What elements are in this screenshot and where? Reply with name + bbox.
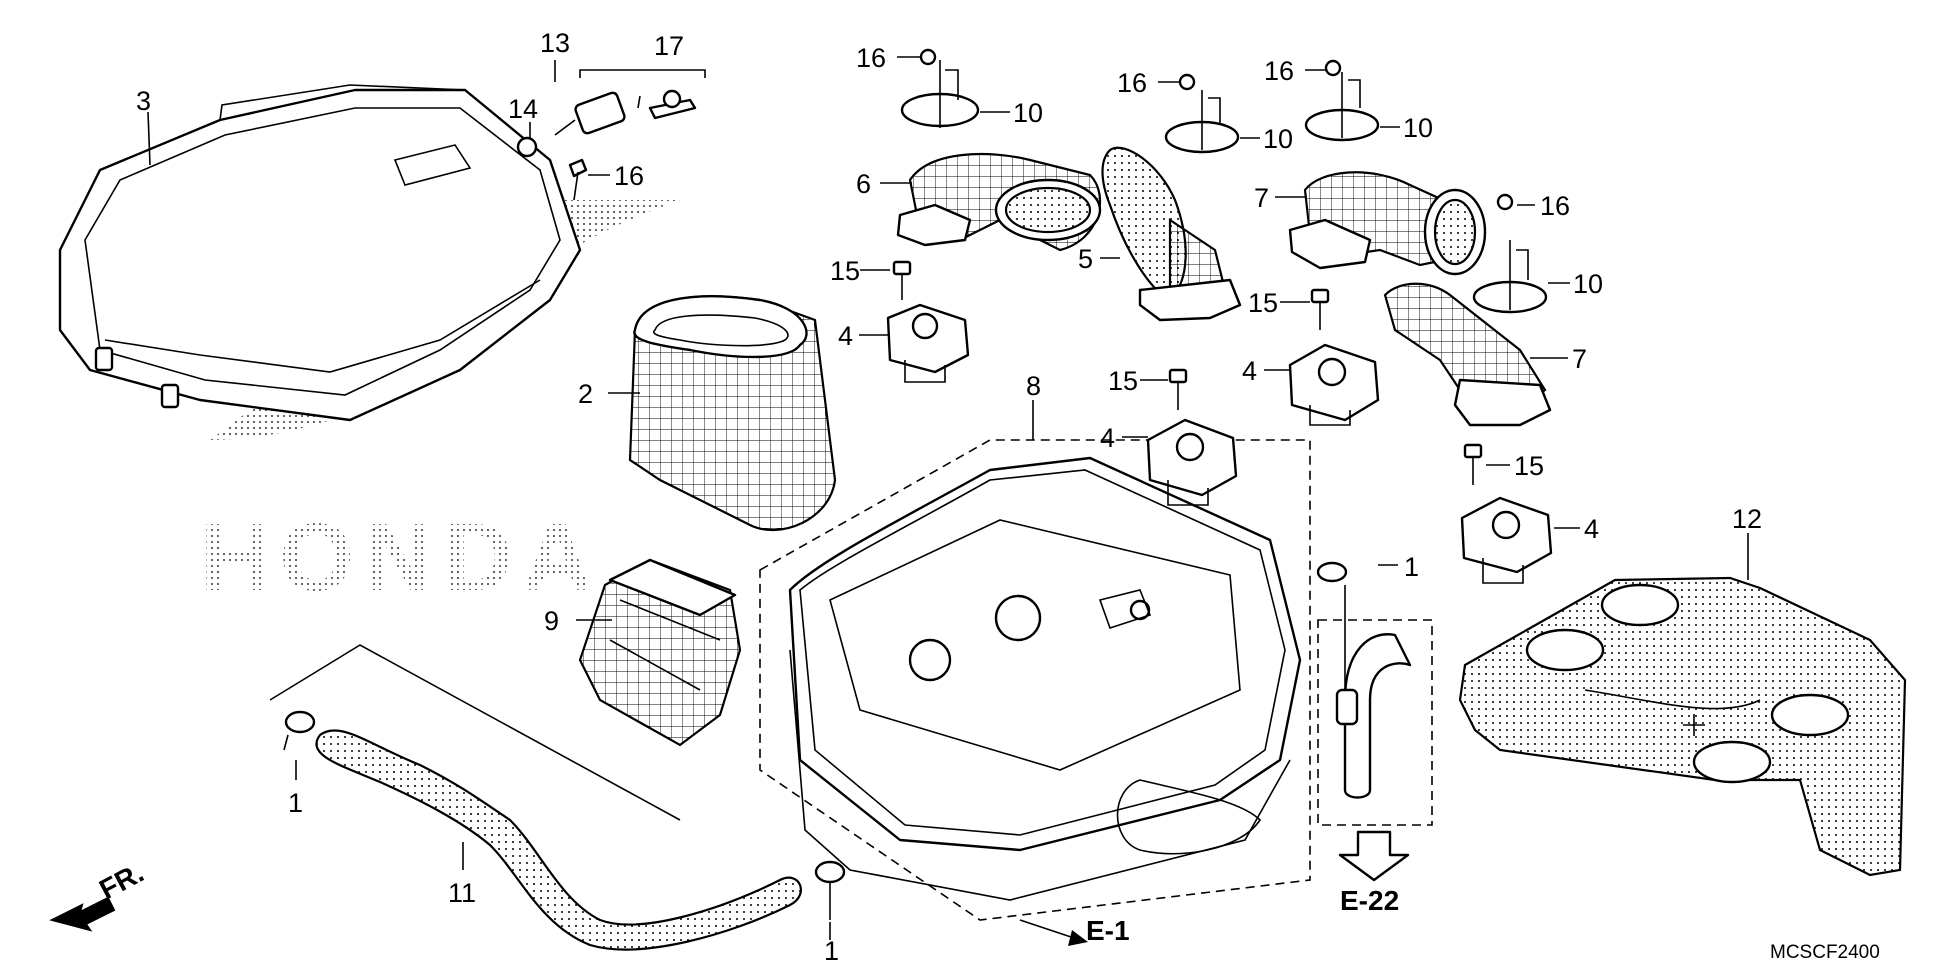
part-4-mount-b (1288, 343, 1380, 426)
part-4-mount-d (1460, 496, 1553, 584)
callout-labels: 3 2 9 1 11 1 8 1 12 13 14 17 16 16 16 16… (136, 28, 1762, 966)
figure-code: MCSCF2400 (1770, 942, 1880, 963)
part-1-clamp-right (1316, 561, 1348, 583)
e1-arrow-icon (1019, 919, 1088, 946)
front-label: FR. (94, 857, 148, 906)
part-16-screw-c (1324, 59, 1342, 77)
callout-1-right: 1 (1404, 552, 1419, 582)
callout-12: 12 (1732, 504, 1762, 534)
part-8-air-cleaner-case (759, 439, 1311, 921)
callout-16-sensor: 16 (614, 161, 644, 191)
callout-10-b: 10 (1263, 124, 1293, 154)
part-16-screw-a (919, 48, 937, 66)
callout-16-c: 16 (1264, 56, 1294, 86)
reference-e22: E-22 (1340, 885, 1399, 916)
callout-8: 8 (1026, 371, 1041, 401)
part-6-funnel (896, 152, 1102, 252)
callout-10-c: 10 (1403, 113, 1433, 143)
callout-13: 13 (540, 28, 570, 58)
part-3-air-cleaner-cover (58, 84, 582, 422)
part-15-bolt-b (1310, 288, 1330, 330)
callout-9: 9 (544, 606, 559, 636)
callout-17: 17 (654, 31, 684, 61)
callout-15-d: 15 (1514, 451, 1544, 481)
watermark-text: HONDA (200, 504, 602, 611)
callout-15-a: 15 (830, 256, 860, 286)
part-11-hose (269, 644, 802, 951)
part-10-clamp-b (1164, 90, 1240, 154)
callout-16-b: 16 (1117, 68, 1147, 98)
callout-4-c: 4 (1100, 423, 1115, 453)
part-16-screw-d (1496, 193, 1514, 211)
callout-7-lower: 7 (1572, 344, 1587, 374)
callout-16-a: 16 (856, 43, 886, 73)
part-15-bolt-c (1168, 368, 1188, 410)
part-16-screw-b (1178, 73, 1196, 91)
e22-arrow-icon (1338, 830, 1410, 882)
part-4-mount-c (1146, 418, 1238, 506)
callout-4-b: 4 (1242, 356, 1257, 386)
callout-15-b: 15 (1248, 288, 1278, 318)
part-16-screw-small (568, 158, 588, 178)
callout-14: 14 (508, 94, 538, 124)
callout-3: 3 (136, 86, 151, 116)
drain-hose-assembly (1317, 585, 1433, 826)
callout-15-c: 15 (1108, 366, 1138, 396)
callout-16-d: 16 (1540, 191, 1570, 221)
part-2-air-filter (628, 295, 837, 532)
part-14-washer (516, 136, 538, 158)
callout-1-bottom: 1 (824, 936, 839, 966)
reference-e1: E-1 (1086, 915, 1130, 946)
callout-10-a: 10 (1013, 98, 1043, 128)
callout-6: 6 (856, 169, 871, 199)
callout-11: 11 (448, 878, 476, 908)
part-1-clamp-left (283, 710, 316, 751)
part-10-clamp-a (900, 60, 980, 128)
leader-lines (147, 56, 1749, 940)
callout-4-a: 4 (838, 321, 853, 351)
callout-1-left: 1 (288, 788, 303, 818)
part-10-clamp-d (1472, 240, 1548, 314)
front-direction-arrow-icon (49, 896, 116, 932)
callout-4-d: 4 (1584, 514, 1599, 544)
callout-7-upper: 7 (1254, 183, 1269, 213)
part-5-funnel (1101, 146, 1242, 322)
part-15-bolt-a (892, 260, 912, 300)
part-7-funnel-lower (1383, 282, 1552, 427)
part-1-clamp-bottom (814, 860, 846, 920)
part-7-funnel-upper (1288, 171, 1487, 276)
part-13-sensor (516, 69, 706, 158)
part-12-plate (1458, 576, 1907, 877)
part-4-mount-a (886, 303, 970, 383)
callout-2: 2 (578, 379, 593, 409)
part-15-bolt-d (1463, 443, 1483, 485)
part-10-clamp-c (1304, 72, 1380, 142)
part-9-duct (578, 558, 742, 747)
callout-5: 5 (1078, 244, 1093, 274)
callout-10-d: 10 (1573, 269, 1603, 299)
